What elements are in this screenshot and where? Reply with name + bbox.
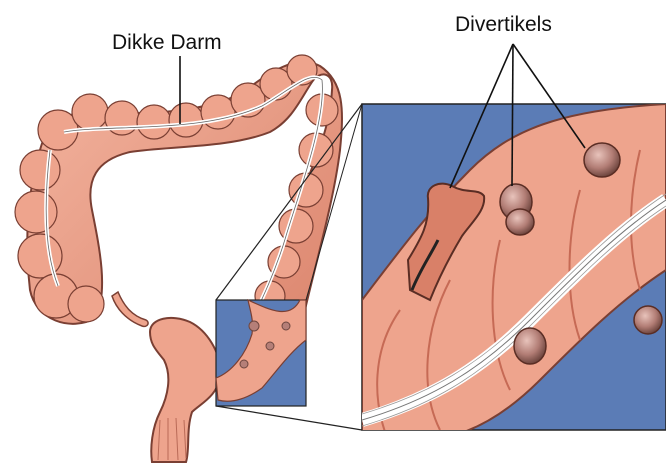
colon-label: Dikke Darm xyxy=(112,32,222,53)
inset-pouch-2 xyxy=(584,143,620,177)
zoom-line-bottom xyxy=(216,406,362,430)
inset-pouch-4 xyxy=(634,306,662,334)
inset-pouch-3 xyxy=(514,328,546,364)
diverticula-label: Divertikels xyxy=(455,14,552,35)
appendix xyxy=(112,292,148,326)
